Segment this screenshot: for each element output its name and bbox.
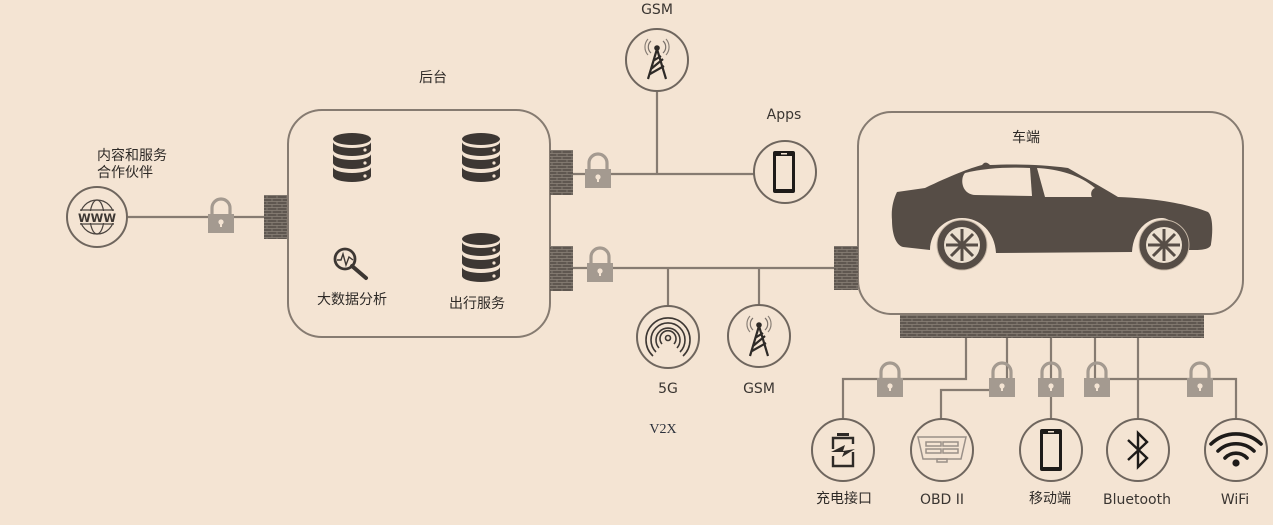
fiveg-label: 5G (658, 381, 678, 397)
mobile-phone-icon (773, 151, 795, 193)
interface-charging (811, 418, 875, 482)
interface-bluetooth (1106, 418, 1170, 482)
firewall-vehicle-bottom (900, 315, 1204, 338)
gsm-top-label: GSM (641, 2, 673, 18)
bluetooth-icon (1127, 430, 1149, 470)
firewall-backend-top (550, 150, 573, 195)
partner-title-line2: 合作伙伴 (97, 165, 153, 181)
car-wheel-rear (936, 219, 988, 271)
v2x-label: V2X (649, 422, 677, 437)
cell-tower-icon (745, 314, 773, 358)
car-wheel-front (1138, 219, 1190, 271)
backend-box (287, 109, 551, 338)
5g-signal-icon (645, 317, 691, 357)
lock-icon (206, 197, 236, 235)
cell-tower-icon (643, 37, 671, 81)
interface-label-obd: OBD II (919, 492, 965, 508)
gsm-tower-bottom (727, 304, 791, 368)
interface-mobile (1019, 418, 1083, 482)
charging-port-icon (831, 433, 855, 468)
interface-label-bluetooth: Bluetooth (1103, 492, 1171, 508)
lock-icon (585, 246, 615, 284)
database-icon (333, 133, 371, 182)
interface-obd (910, 418, 974, 482)
firewall-backend-bottom (550, 246, 573, 291)
www-text: WWW (78, 211, 116, 225)
gsm-tower-top (625, 28, 689, 92)
mobility-service-label: 出行服务 (449, 296, 505, 312)
apps-phone (753, 140, 817, 204)
vehicle-box (857, 111, 1244, 315)
lock-icon (875, 361, 905, 399)
connection-lines (128, 92, 1238, 419)
partner-title-line1: 内容和服务 (97, 148, 167, 164)
lock-icon (1185, 361, 1215, 399)
analytics-label: 大数据分析 (317, 292, 387, 308)
apps-label: Apps (766, 107, 802, 123)
interface-label-charging: 充电接口 (816, 491, 872, 507)
gsm-bottom-label: GSM (743, 381, 775, 397)
lock-icon (987, 361, 1017, 399)
firewall-vehicle-side (834, 246, 858, 290)
analytics-magnifier-icon (333, 247, 368, 280)
lock-icon (583, 152, 613, 190)
mobile-phone-icon (1040, 429, 1062, 471)
interface-label-wifi: WiFi (1220, 492, 1250, 508)
interface-wifi (1204, 418, 1268, 482)
car-icon (891, 162, 1213, 271)
obd-port-icon (917, 436, 967, 463)
database-icon (462, 233, 500, 282)
wifi-icon (1209, 432, 1263, 460)
vehicle-title: 车端 (1012, 130, 1040, 146)
backend-title: 后台 (419, 70, 447, 86)
lock-icon (1082, 361, 1112, 399)
interface-label-mobile: 移动端 (1029, 491, 1071, 507)
fiveg-node (636, 305, 700, 369)
firewall-partner (264, 195, 287, 239)
www-globe-icon: WWW (66, 186, 128, 248)
database-icon (462, 133, 500, 182)
